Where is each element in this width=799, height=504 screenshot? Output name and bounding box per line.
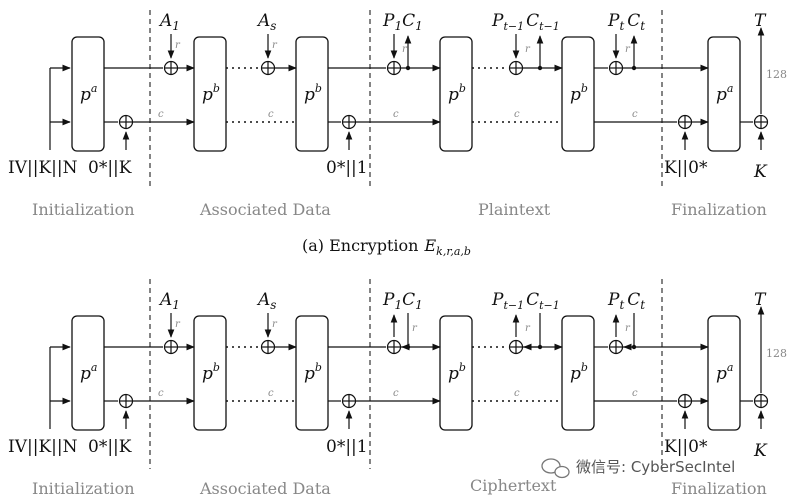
svg-text:pb: pb [304, 82, 322, 105]
permutation-pa-init: pa [71, 36, 105, 152]
permutation-pa-final: pa [707, 36, 741, 152]
rate-label: r [625, 323, 631, 334]
domain-separation-label: 0*||1 [326, 158, 368, 178]
permutation-pb-ads: pb [295, 315, 329, 431]
permutation-pb-ad1: pb [193, 315, 227, 431]
rate-label: r [625, 44, 631, 55]
tag-key-label: K [753, 162, 768, 182]
rate-label: r [525, 323, 531, 334]
init-input-label: IV||K||N [8, 437, 78, 457]
svg-text:pb: pb [202, 361, 220, 384]
phase-initialization-label: Initialization [32, 200, 135, 219]
phase-finalization-label: Finalization [671, 200, 767, 219]
ad-block-first-label: A1 [158, 290, 180, 312]
text-block-first-label: P1C1 [382, 290, 423, 312]
rate-label: r [525, 44, 531, 55]
init-input-label: IV||K||N [8, 158, 78, 178]
capacity-label: c [632, 388, 638, 399]
svg-text:pa: pa [716, 82, 733, 105]
svg-text:pb: pb [570, 82, 588, 105]
capacity-label: c [268, 109, 274, 120]
watermark-text: 微信号: CyberSecIntel [576, 458, 735, 476]
wechat-icon [541, 458, 570, 479]
capacity-label: c [268, 388, 274, 399]
rate-label: r [412, 323, 418, 334]
svg-text:pb: pb [448, 361, 466, 384]
phase-finalization-label: Finalization [671, 479, 767, 498]
decryption-panel: pa pb pb pb pb pa [8, 279, 787, 498]
ad-block-last-label: As [256, 11, 276, 33]
phase-associated-data-label: Associated Data [199, 200, 331, 219]
tag-width-label: 128 [766, 347, 787, 360]
permutation-pb-ad1: pb [193, 36, 227, 152]
ad-block-first-label: A1 [158, 11, 180, 33]
rate-label: r [402, 44, 408, 55]
tag-key-label: K [753, 441, 768, 461]
phase-ciphertext-label: Ciphertext [470, 476, 557, 495]
phase-associated-data-label: Associated Data [199, 479, 331, 498]
svg-text:pb: pb [304, 361, 322, 384]
svg-text:pa: pa [716, 361, 733, 384]
rate-label: r [272, 319, 278, 330]
svg-text:pb: pb [202, 82, 220, 105]
domain-separation-label: 0*||1 [326, 437, 368, 457]
permutation-pb-text2: pb [561, 315, 595, 431]
watermark: 微信号: CyberSecIntel [541, 458, 735, 479]
tag-label: T [754, 290, 767, 310]
phase-initialization-label: Initialization [32, 479, 135, 498]
phase-plaintext-label: Plaintext [478, 200, 551, 219]
permutation-pa-init: pa [71, 315, 105, 431]
final-key-label: K||0* [664, 158, 708, 178]
final-key-label: K||0* [664, 437, 708, 457]
capacity-label: c [158, 109, 164, 120]
svg-text:pb: pb [448, 82, 466, 105]
rate-label: r [272, 40, 278, 51]
capacity-label: c [514, 388, 520, 399]
ad-block-last-label: As [256, 290, 276, 312]
rate-label: r [175, 319, 181, 330]
tag-width-label: 128 [766, 68, 787, 81]
tag-label: T [754, 11, 767, 31]
permutation-pa-final: pa [707, 315, 741, 431]
permutation-pb-text1: pb [439, 315, 473, 431]
init-key-label: 0*||K [88, 437, 132, 457]
capacity-label: c [393, 109, 399, 120]
init-key-label: 0*||K [88, 158, 132, 178]
permutation-pb-text2: pb [561, 36, 595, 152]
svg-text:pa: pa [80, 82, 97, 105]
capacity-label: c [158, 388, 164, 399]
rate-label: r [175, 40, 181, 51]
permutation-pb-text1: pb [439, 36, 473, 152]
svg-text:pb: pb [570, 361, 588, 384]
capacity-label: c [393, 388, 399, 399]
capacity-label: c [514, 109, 520, 120]
svg-text:pa: pa [80, 361, 97, 384]
capacity-label: c [632, 109, 638, 120]
encryption-panel: pa pb pb pb pb pa [8, 10, 787, 258]
permutation-pb-ads: pb [295, 36, 329, 152]
text-block-first-label: P1C1 [382, 11, 423, 33]
